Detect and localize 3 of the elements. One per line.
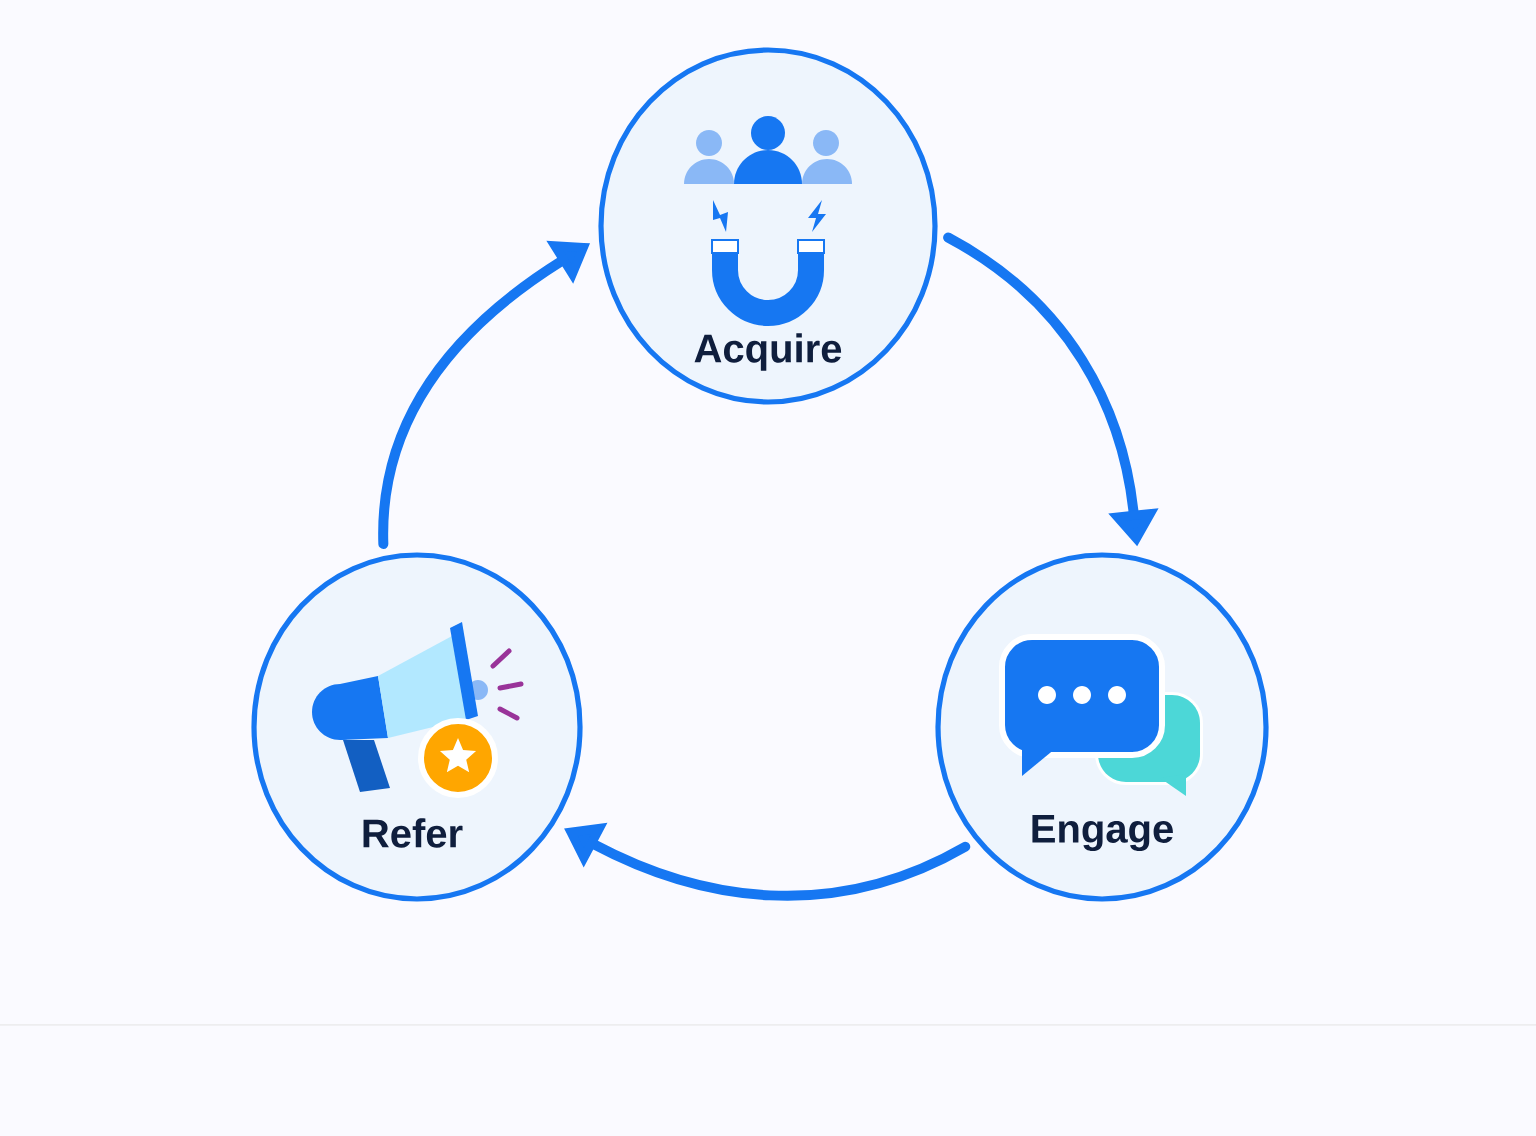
stage-label: Acquire: [694, 333, 842, 371]
stage-label: Engage: [1032, 815, 1173, 851]
stage-label: Refer: [363, 818, 463, 848]
